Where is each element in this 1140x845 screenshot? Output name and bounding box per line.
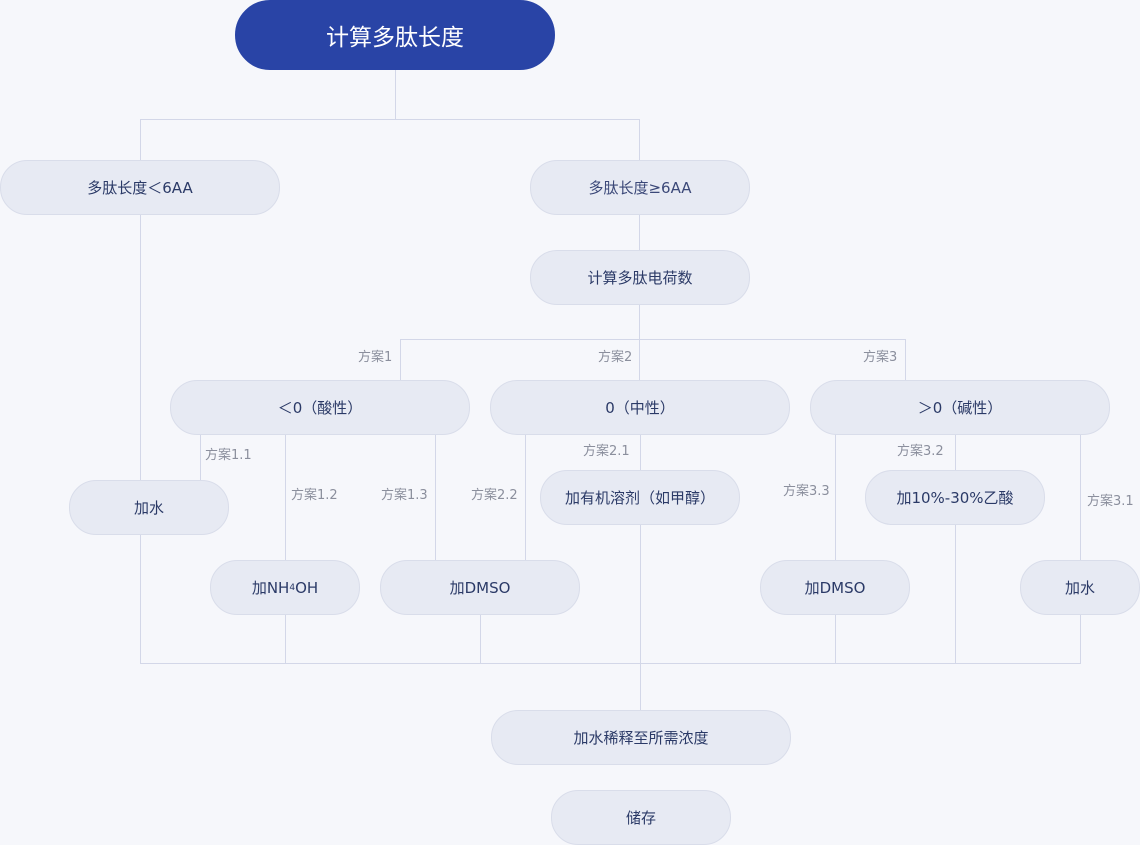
add-water-left-node: 加水 (69, 480, 229, 535)
plan3-2-label: 方案3.2 (897, 444, 944, 459)
connector (1080, 614, 1081, 664)
add-dmso-right-node: 加DMSO (760, 560, 910, 615)
connector (835, 614, 836, 664)
connector (435, 434, 436, 560)
connector (140, 663, 1081, 664)
add-organic-solvent-node: 加有机溶剂（如甲醇） (540, 470, 740, 525)
connector (140, 119, 141, 160)
length-short-node: 多肽长度＜6AA (0, 160, 280, 215)
connector (905, 339, 906, 380)
plan1-1-label: 方案1.1 (205, 448, 252, 463)
plan3-label: 方案3 (863, 350, 898, 365)
calc-charge-node: 计算多肽电荷数 (530, 250, 750, 305)
plan2-label: 方案2 (598, 350, 633, 365)
add-acetic-acid-node: 加10%-30%乙酸 (865, 470, 1045, 525)
plan1-label: 方案1 (358, 350, 393, 365)
plan3-1-label: 方案3.1 (1087, 494, 1134, 509)
store-node: 储存 (551, 790, 731, 845)
connector (955, 434, 956, 470)
connector (639, 214, 640, 250)
connector (200, 434, 201, 480)
connector (1080, 434, 1081, 560)
connector (639, 119, 640, 160)
connector (835, 434, 836, 560)
connector (955, 524, 956, 664)
connector (140, 119, 640, 120)
plan1-3-label: 方案1.3 (381, 488, 428, 503)
length-long-node: 多肽长度≥6AA (530, 160, 750, 215)
nh4oh-subscript: 4 (289, 582, 296, 593)
connector (640, 434, 641, 470)
connector (480, 614, 481, 664)
connector (285, 614, 286, 664)
dilute-node: 加水稀释至所需浓度 (491, 710, 791, 765)
connector (285, 434, 286, 560)
plan1-2-label: 方案1.2 (291, 488, 338, 503)
add-dmso-left-node: 加DMSO (380, 560, 580, 615)
connector (525, 434, 526, 560)
nh4oh-prefix: 加NH (251, 579, 290, 597)
plan2-2-label: 方案2.2 (471, 488, 518, 503)
add-water-right-node: 加水 (1020, 560, 1140, 615)
nh4oh-suffix: OH (295, 578, 319, 597)
connector (395, 69, 396, 120)
connector (400, 339, 906, 340)
connector (140, 214, 141, 480)
connector (400, 339, 401, 380)
connector (140, 534, 141, 664)
neutral-node: 0（中性） (490, 380, 790, 435)
plan3-3-label: 方案3.3 (783, 484, 830, 499)
basic-node: ＞0（碱性） (810, 380, 1110, 435)
connector (639, 304, 640, 380)
acidic-node: ＜0（酸性） (170, 380, 470, 435)
connector (640, 524, 641, 710)
plan2-1-label: 方案2.1 (583, 444, 630, 459)
root-node: 计算多肽长度 (235, 0, 555, 70)
